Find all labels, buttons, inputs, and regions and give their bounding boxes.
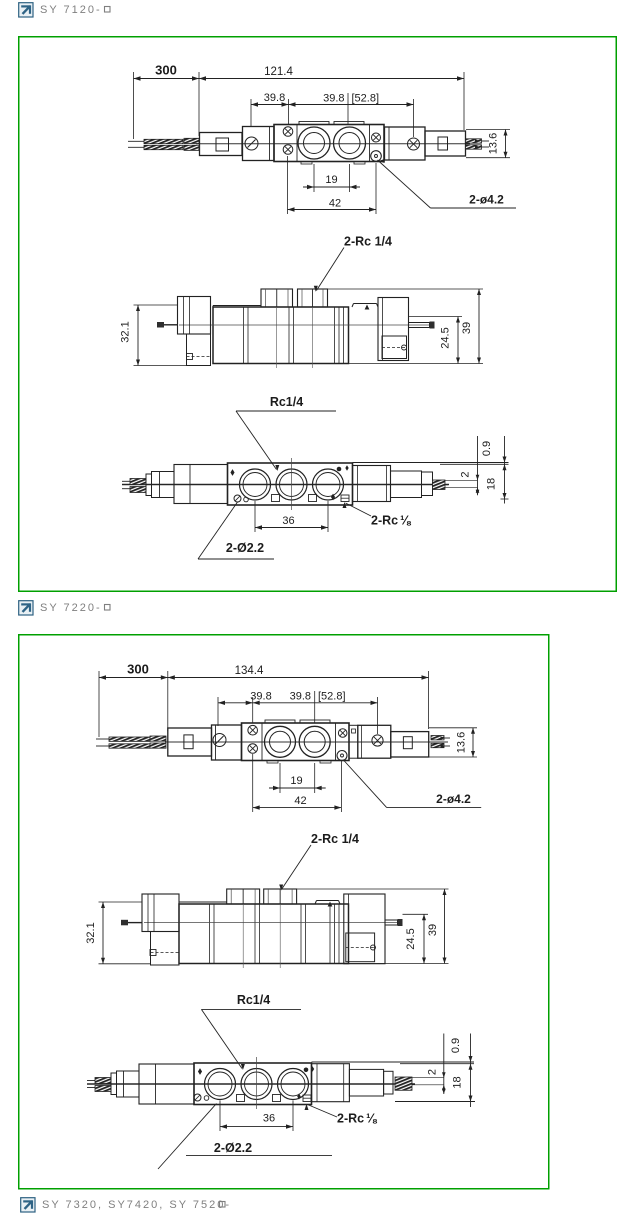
svg-text:18: 18	[486, 478, 498, 490]
svg-text:0.9: 0.9	[450, 1038, 462, 1053]
svg-text:42: 42	[294, 795, 306, 807]
svg-text:42: 42	[329, 198, 341, 210]
svg-text:19: 19	[290, 775, 302, 787]
svg-text:24.5: 24.5	[405, 928, 417, 949]
svg-text:39: 39	[427, 924, 439, 936]
svg-text:2-ø4.2: 2-ø4.2	[469, 193, 504, 207]
svg-text:2-Ø2.2: 2-Ø2.2	[214, 1141, 252, 1155]
svg-text:2-ø4.2: 2-ø4.2	[436, 792, 471, 806]
svg-text:39.8: 39.8	[264, 92, 285, 104]
svg-text:SY 7120-: SY 7120-	[40, 4, 102, 16]
svg-text:300: 300	[155, 63, 177, 78]
svg-text:2: 2	[427, 1069, 439, 1075]
svg-text:SY 7320, SY7420, SY 7520-: SY 7320, SY7420, SY 7520-	[42, 1199, 231, 1211]
svg-text:13.6: 13.6	[456, 732, 468, 753]
svg-text:SY 7220-: SY 7220-	[40, 602, 102, 614]
svg-text:32.1: 32.1	[85, 922, 97, 943]
svg-text:Rc1/4: Rc1/4	[270, 395, 303, 409]
svg-text:0.9: 0.9	[481, 441, 493, 456]
svg-text:121.4: 121.4	[264, 66, 293, 78]
svg-text:13.6: 13.6	[488, 133, 500, 154]
svg-text:⅛: ⅛	[400, 514, 412, 528]
svg-text:24.5: 24.5	[440, 327, 452, 348]
svg-text:[52.8]: [52.8]	[352, 93, 380, 105]
svg-text:2-Rc 1/4: 2-Rc 1/4	[344, 235, 392, 249]
svg-text:36: 36	[282, 515, 294, 527]
svg-text:19: 19	[325, 174, 337, 186]
svg-text:2-Rc: 2-Rc	[371, 514, 398, 528]
svg-text:18: 18	[452, 1076, 464, 1088]
svg-text:Rc1/4: Rc1/4	[237, 993, 270, 1007]
svg-text:134.4: 134.4	[235, 665, 264, 677]
svg-text:2-Ø2.2: 2-Ø2.2	[226, 541, 264, 555]
svg-text:[52.8]: [52.8]	[318, 691, 346, 703]
svg-text:32.1: 32.1	[120, 321, 132, 342]
svg-text:2-Rc 1/4: 2-Rc 1/4	[311, 832, 359, 846]
svg-text:39.8: 39.8	[290, 691, 311, 703]
svg-text:39.8: 39.8	[250, 691, 271, 703]
svg-text:2: 2	[460, 471, 472, 477]
svg-text:⅛: ⅛	[366, 1112, 378, 1126]
svg-text:300: 300	[127, 662, 149, 677]
svg-text:36: 36	[263, 1113, 275, 1125]
svg-text:39.8: 39.8	[323, 93, 344, 105]
svg-text:2-Rc: 2-Rc	[337, 1112, 364, 1126]
svg-text:39: 39	[461, 322, 473, 334]
